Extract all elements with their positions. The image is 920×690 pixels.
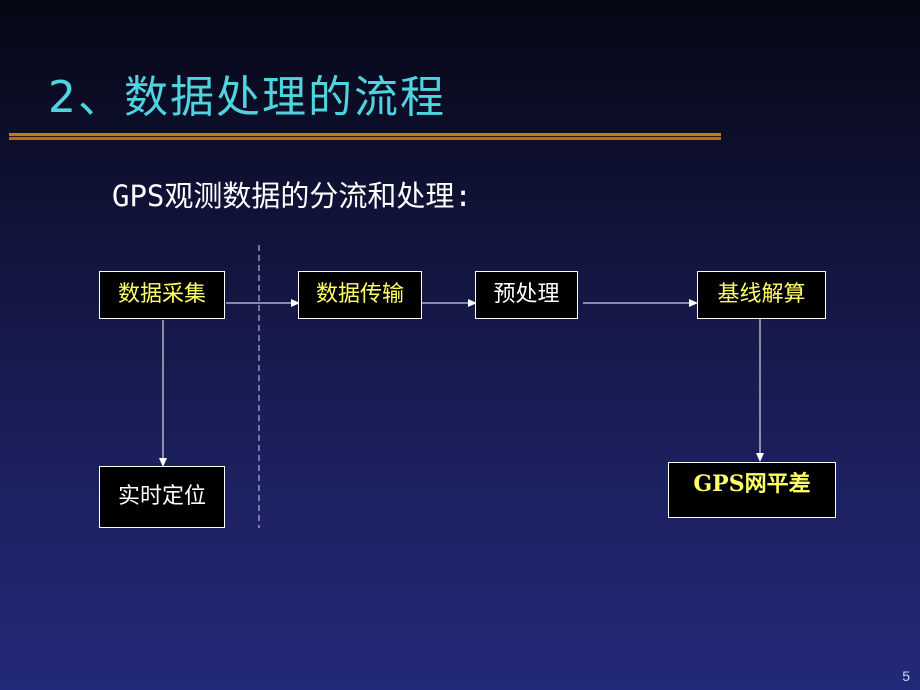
node-preprocessing: 预处理	[475, 271, 578, 319]
slide-subtitle: GPS观测数据的分流和处理:	[112, 179, 472, 213]
page-number: 5	[902, 668, 910, 684]
node-data-collection: 数据采集	[99, 271, 225, 319]
node-data-transmission: 数据传输	[298, 271, 422, 319]
node-gps-network-adjustment: GPS网平差	[668, 462, 836, 518]
slide-title: 2、数据处理的流程	[48, 72, 446, 123]
node-baseline-solution: 基线解算	[697, 271, 826, 319]
title-underline	[9, 133, 721, 141]
node-realtime-positioning: 实时定位	[99, 466, 225, 528]
